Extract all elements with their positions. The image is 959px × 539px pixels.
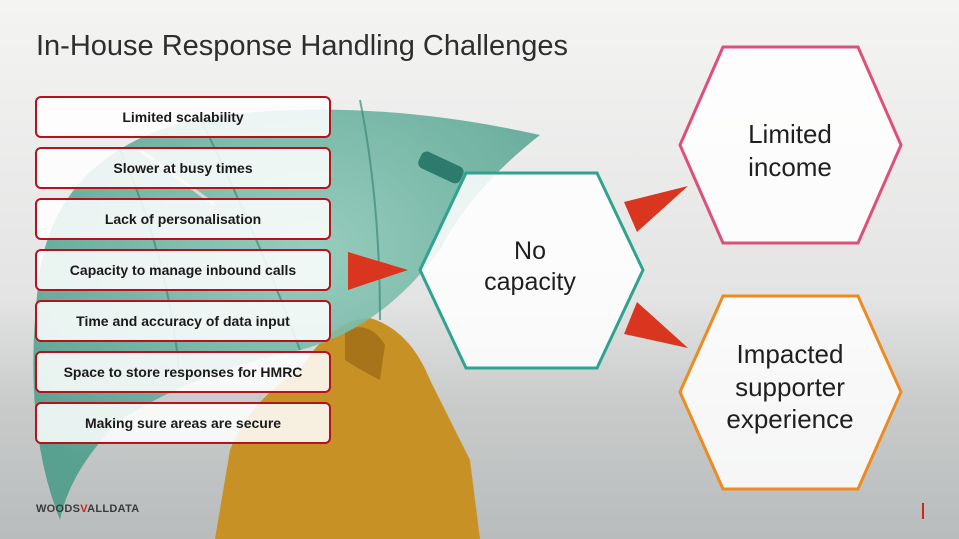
- hexagon-limited-income: [678, 45, 903, 245]
- logo-text-right: ALLDATA: [87, 503, 140, 515]
- challenge-item-2: Slower at busy times: [35, 147, 331, 189]
- hexagon-center-label: No capacity: [440, 236, 620, 299]
- hexagon-bottom-label: Impacted supporter experience: [700, 338, 880, 436]
- arrow-to-bottom: [624, 302, 688, 348]
- challenge-item-4: Capacity to manage inbound calls: [35, 249, 331, 291]
- raincoat-figure: [215, 318, 480, 539]
- logo-mark: V: [80, 503, 88, 515]
- challenge-item-7: Making sure areas are secure: [35, 402, 331, 444]
- footer-accent-line: [922, 503, 924, 519]
- hexagon-bottom-line-3: experience: [726, 404, 854, 434]
- challenge-item-1: Limited scalability: [35, 96, 331, 138]
- hexagon-center-line-2: capacity: [484, 268, 576, 297]
- hexagon-top-label: Limited income: [700, 118, 880, 183]
- challenge-item-3: Lack of personalisation: [35, 198, 331, 240]
- hexagon-bottom-line-2: supporter: [735, 371, 845, 402]
- slide-title: In-House Response Handling Challenges: [36, 30, 568, 62]
- hexagon-top-line-1: Limited: [748, 119, 832, 149]
- arrow-into-center: [348, 252, 408, 290]
- logo-text-left: WOODS: [36, 503, 81, 515]
- hexagon-top-line-2: income: [748, 151, 832, 182]
- hexagon-impacted-experience: [678, 294, 903, 491]
- arrow-to-top: [624, 186, 688, 232]
- challenge-item-6: Space to store responses for HMRC: [35, 351, 331, 393]
- company-logo: WOODSVALLDATA: [36, 503, 140, 515]
- challenge-item-5: Time and accuracy of data input: [35, 300, 331, 342]
- hexagon-no-capacity: [418, 171, 645, 370]
- hexagon-center-line-1: No: [514, 237, 546, 265]
- hexagon-bottom-line-1: Impacted: [736, 339, 844, 369]
